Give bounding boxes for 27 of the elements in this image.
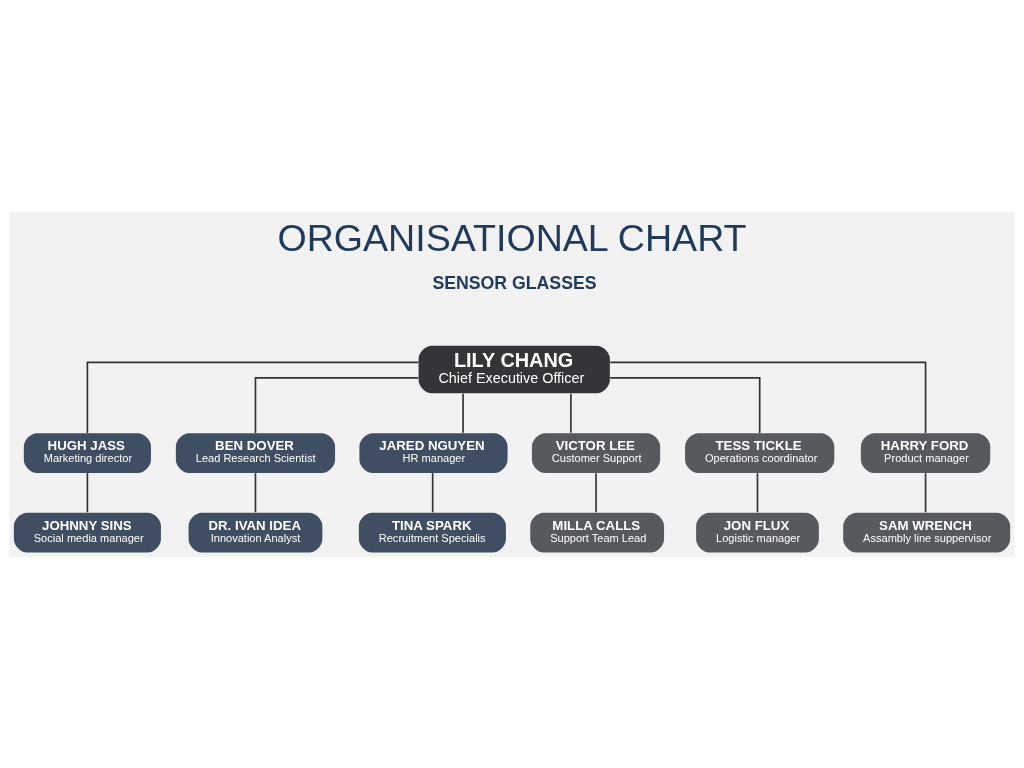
node-box: HARRY FORD Product manager [860,432,991,473]
node-box: TESS TICKLE Operations coordinator [685,432,835,473]
connector [86,361,420,434]
node-box: MILLA CALLS Support Team Lead [530,512,665,553]
node-box: BEN DOVER Lead Research Scientist [175,432,336,473]
diagram-title: ORGANISATIONAL CHART [277,216,747,259]
node-box: JOHNNY SINS Social media manager [13,512,161,553]
connector [924,471,927,513]
connector [609,361,927,434]
connector [609,376,761,434]
connector [595,471,597,513]
connector [570,392,572,433]
node-box: DR. IVAN IDEA Innovation Analyst [188,512,323,553]
connector [431,471,434,513]
connector [86,471,89,513]
node-box: TINA SPARK Recruitment Specialis [358,512,506,553]
connector [462,392,464,433]
label: SENSOR GLASSES [432,272,597,293]
node-box: JON FLUX Logistic manager [696,512,819,553]
node-box: JARED NGUYEN HR manager [359,432,508,473]
node-box: LILY CHANG Chief Executive Officer [418,345,610,393]
connector [756,471,759,513]
node-box: SAM WRENCH Assambly line suppervisor [843,512,1011,553]
connector [254,376,420,434]
node-box: VICTOR LEE Customer Support [531,432,661,473]
node-box: HUGH JASS Marketing director [23,432,151,473]
connector [254,471,257,513]
